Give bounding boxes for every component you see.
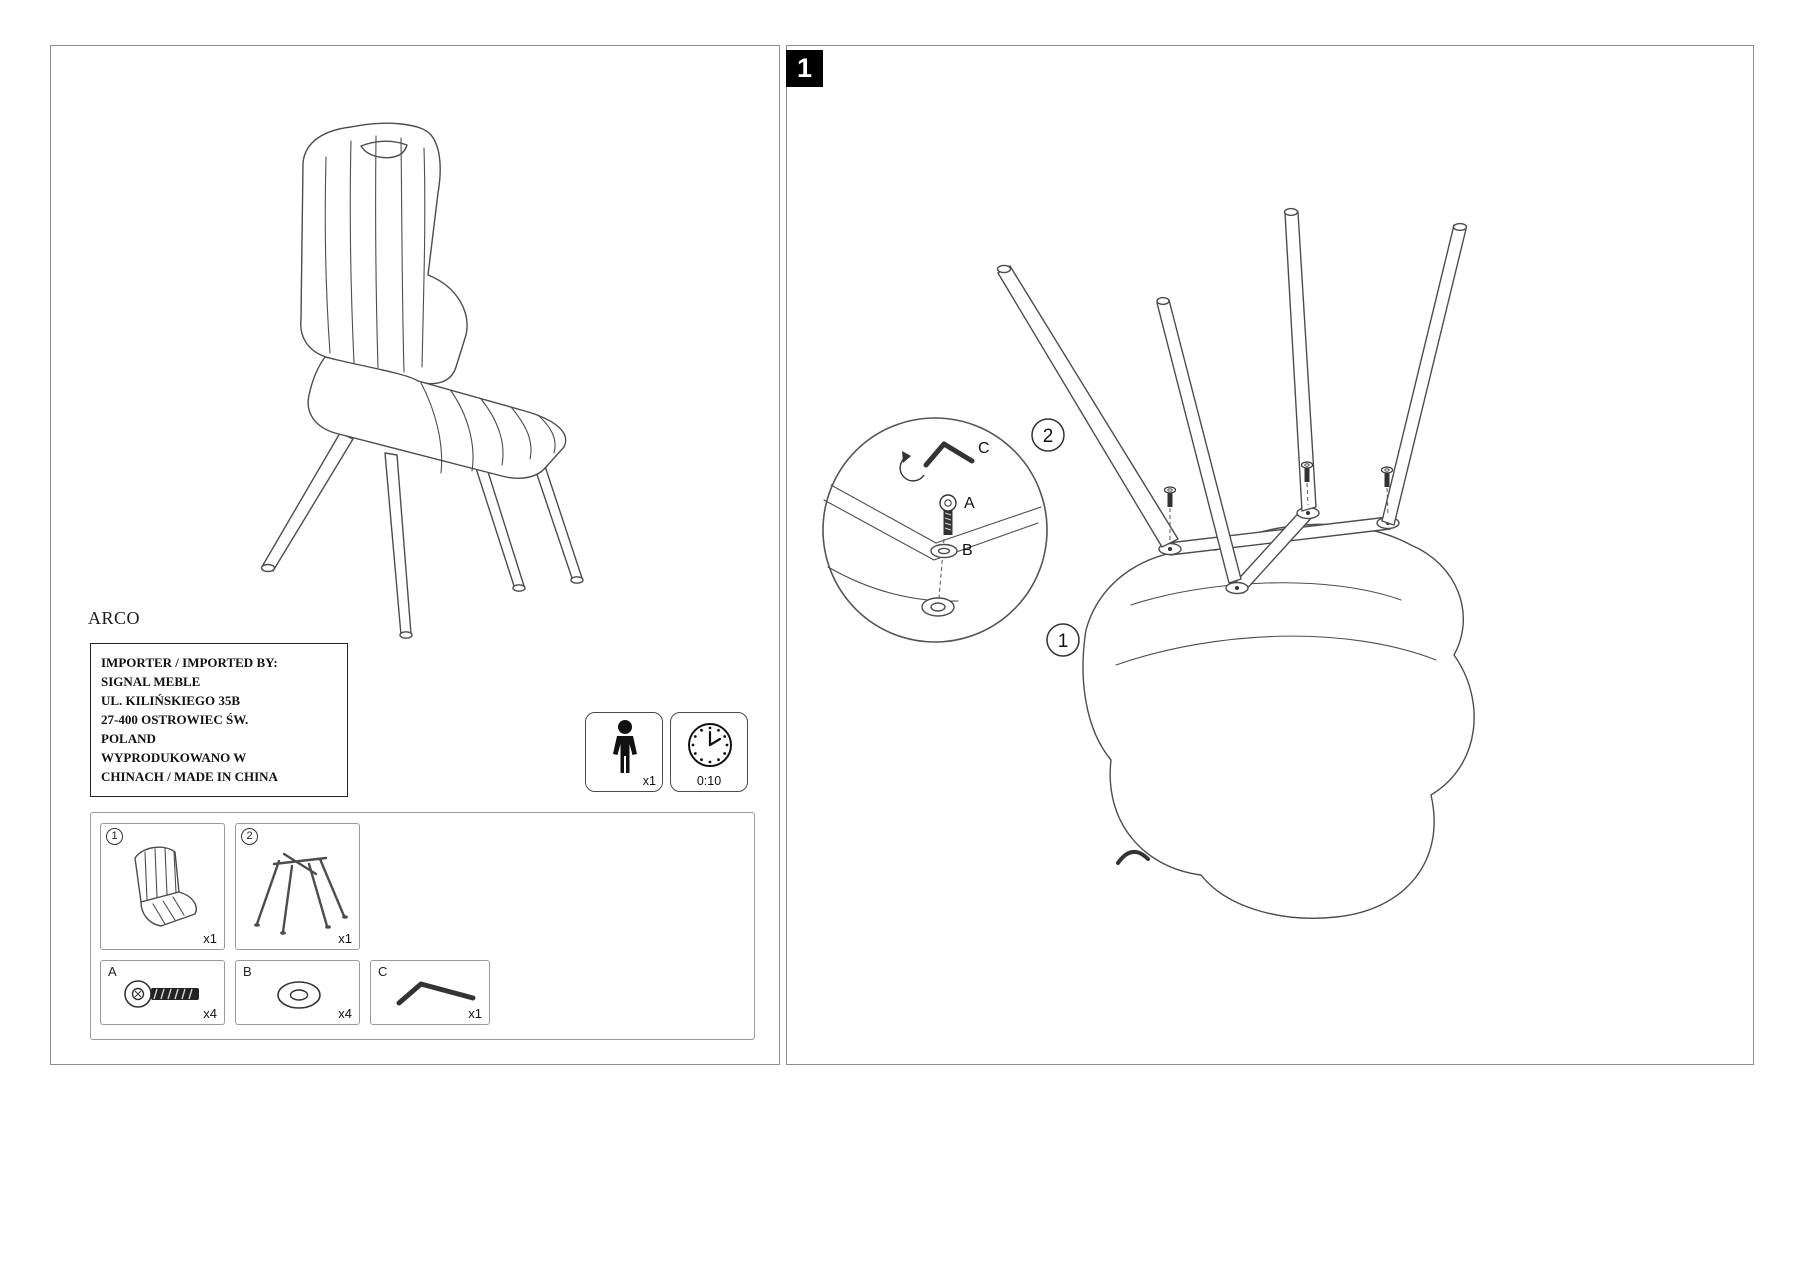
part-c-qty: x1 <box>468 1006 482 1021</box>
importer-info-box: IMPORTER / IMPORTED BY: SIGNAL MEBLE UL.… <box>90 643 348 797</box>
part-a-letter: A <box>108 964 117 979</box>
part-washer-icon <box>277 981 321 1009</box>
part-b-letter: B <box>243 964 252 979</box>
assembly-time-label: 0:10 <box>696 774 722 788</box>
callout-label-b: B <box>962 542 973 559</box>
person-icon <box>613 720 637 773</box>
part-box-bolt: A x4 <box>100 960 225 1025</box>
part-2-qty: x1 <box>338 931 352 946</box>
part-bolt-icon <box>124 980 199 1008</box>
part-1-qty: x1 <box>203 931 217 946</box>
seat-shell-drawing <box>1082 523 1475 919</box>
part-b-qty: x4 <box>338 1006 352 1021</box>
marker-1: 1 <box>1046 623 1080 657</box>
part-leg-frame-icon <box>254 852 348 935</box>
persons-required-box: x1 <box>585 712 663 792</box>
part-box-washer: B x4 <box>235 960 360 1025</box>
marker-2: 2 <box>1031 418 1065 452</box>
chair-legs <box>260 432 584 639</box>
detail-bolt <box>939 494 957 535</box>
svg-text:1: 1 <box>1058 631 1069 652</box>
part-allen-key-icon <box>396 981 476 1006</box>
importer-line: UL. KILIŃSKIEGO 35B <box>101 693 241 708</box>
callout-label-c: C <box>978 440 990 457</box>
callout-label-a: A <box>964 495 975 512</box>
svg-text:2: 2 <box>1043 426 1054 447</box>
part-box-seat: 1 x1 <box>100 823 225 950</box>
importer-line: WYPRODUKOWANO W <box>101 750 247 765</box>
importer-line: POLAND <box>101 731 156 746</box>
importer-line: CHINACH / MADE IN CHINA <box>101 769 278 784</box>
importer-line: SIGNAL MEBLE <box>101 674 201 689</box>
floating-screws <box>1163 461 1394 541</box>
step-number-badge: 1 <box>786 50 823 87</box>
part-2-marker: 2 <box>241 828 258 845</box>
assembly-diagram: C A B 2 1 <box>822 207 1475 919</box>
assembly-time-box: 0:10 <box>670 712 748 792</box>
chair-illustration <box>260 122 584 639</box>
chair-seat <box>307 356 567 479</box>
person-qty-label: x1 <box>642 774 656 788</box>
importer-line: IMPORTER / IMPORTED BY: <box>101 655 278 670</box>
product-name: ARCO <box>88 608 141 628</box>
detail-washer <box>930 543 958 559</box>
part-a-qty: x4 <box>203 1006 217 1021</box>
part-box-leg-frame: 2 x1 <box>235 823 360 950</box>
part-seat-icon <box>134 846 197 927</box>
part-1-marker: 1 <box>106 828 123 845</box>
chair-backrest <box>300 122 468 385</box>
detail-callout: C A B <box>822 417 1048 643</box>
importer-line: 27-400 OSTROWIEC ŚW. <box>101 712 249 727</box>
part-c-letter: C <box>378 964 388 979</box>
part-box-allen-key: C x1 <box>370 960 490 1025</box>
clock-icon <box>688 723 732 767</box>
loose-legs <box>996 207 1468 584</box>
detail-allen-key <box>923 441 975 468</box>
rotation-arrow <box>899 451 925 482</box>
